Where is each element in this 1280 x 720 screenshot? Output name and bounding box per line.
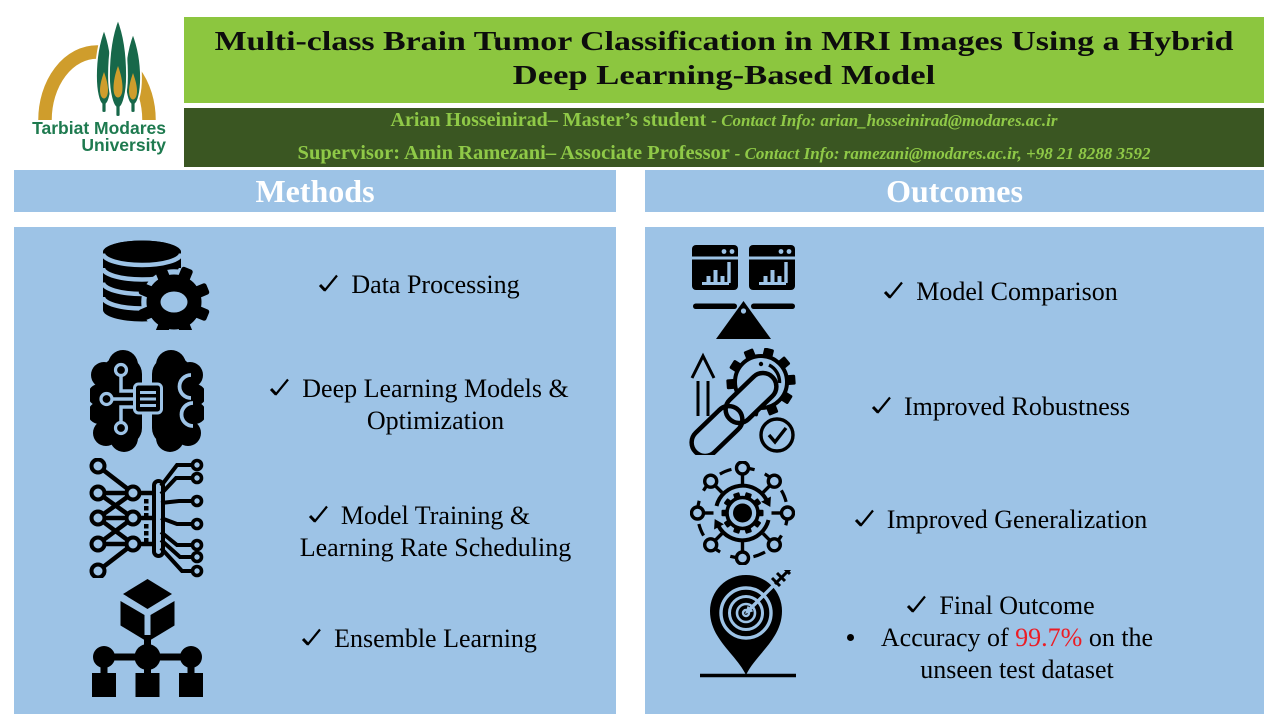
svg-text:Tarbiat Modares: Tarbiat Modares xyxy=(32,118,166,138)
svg-text:University: University xyxy=(81,135,166,155)
